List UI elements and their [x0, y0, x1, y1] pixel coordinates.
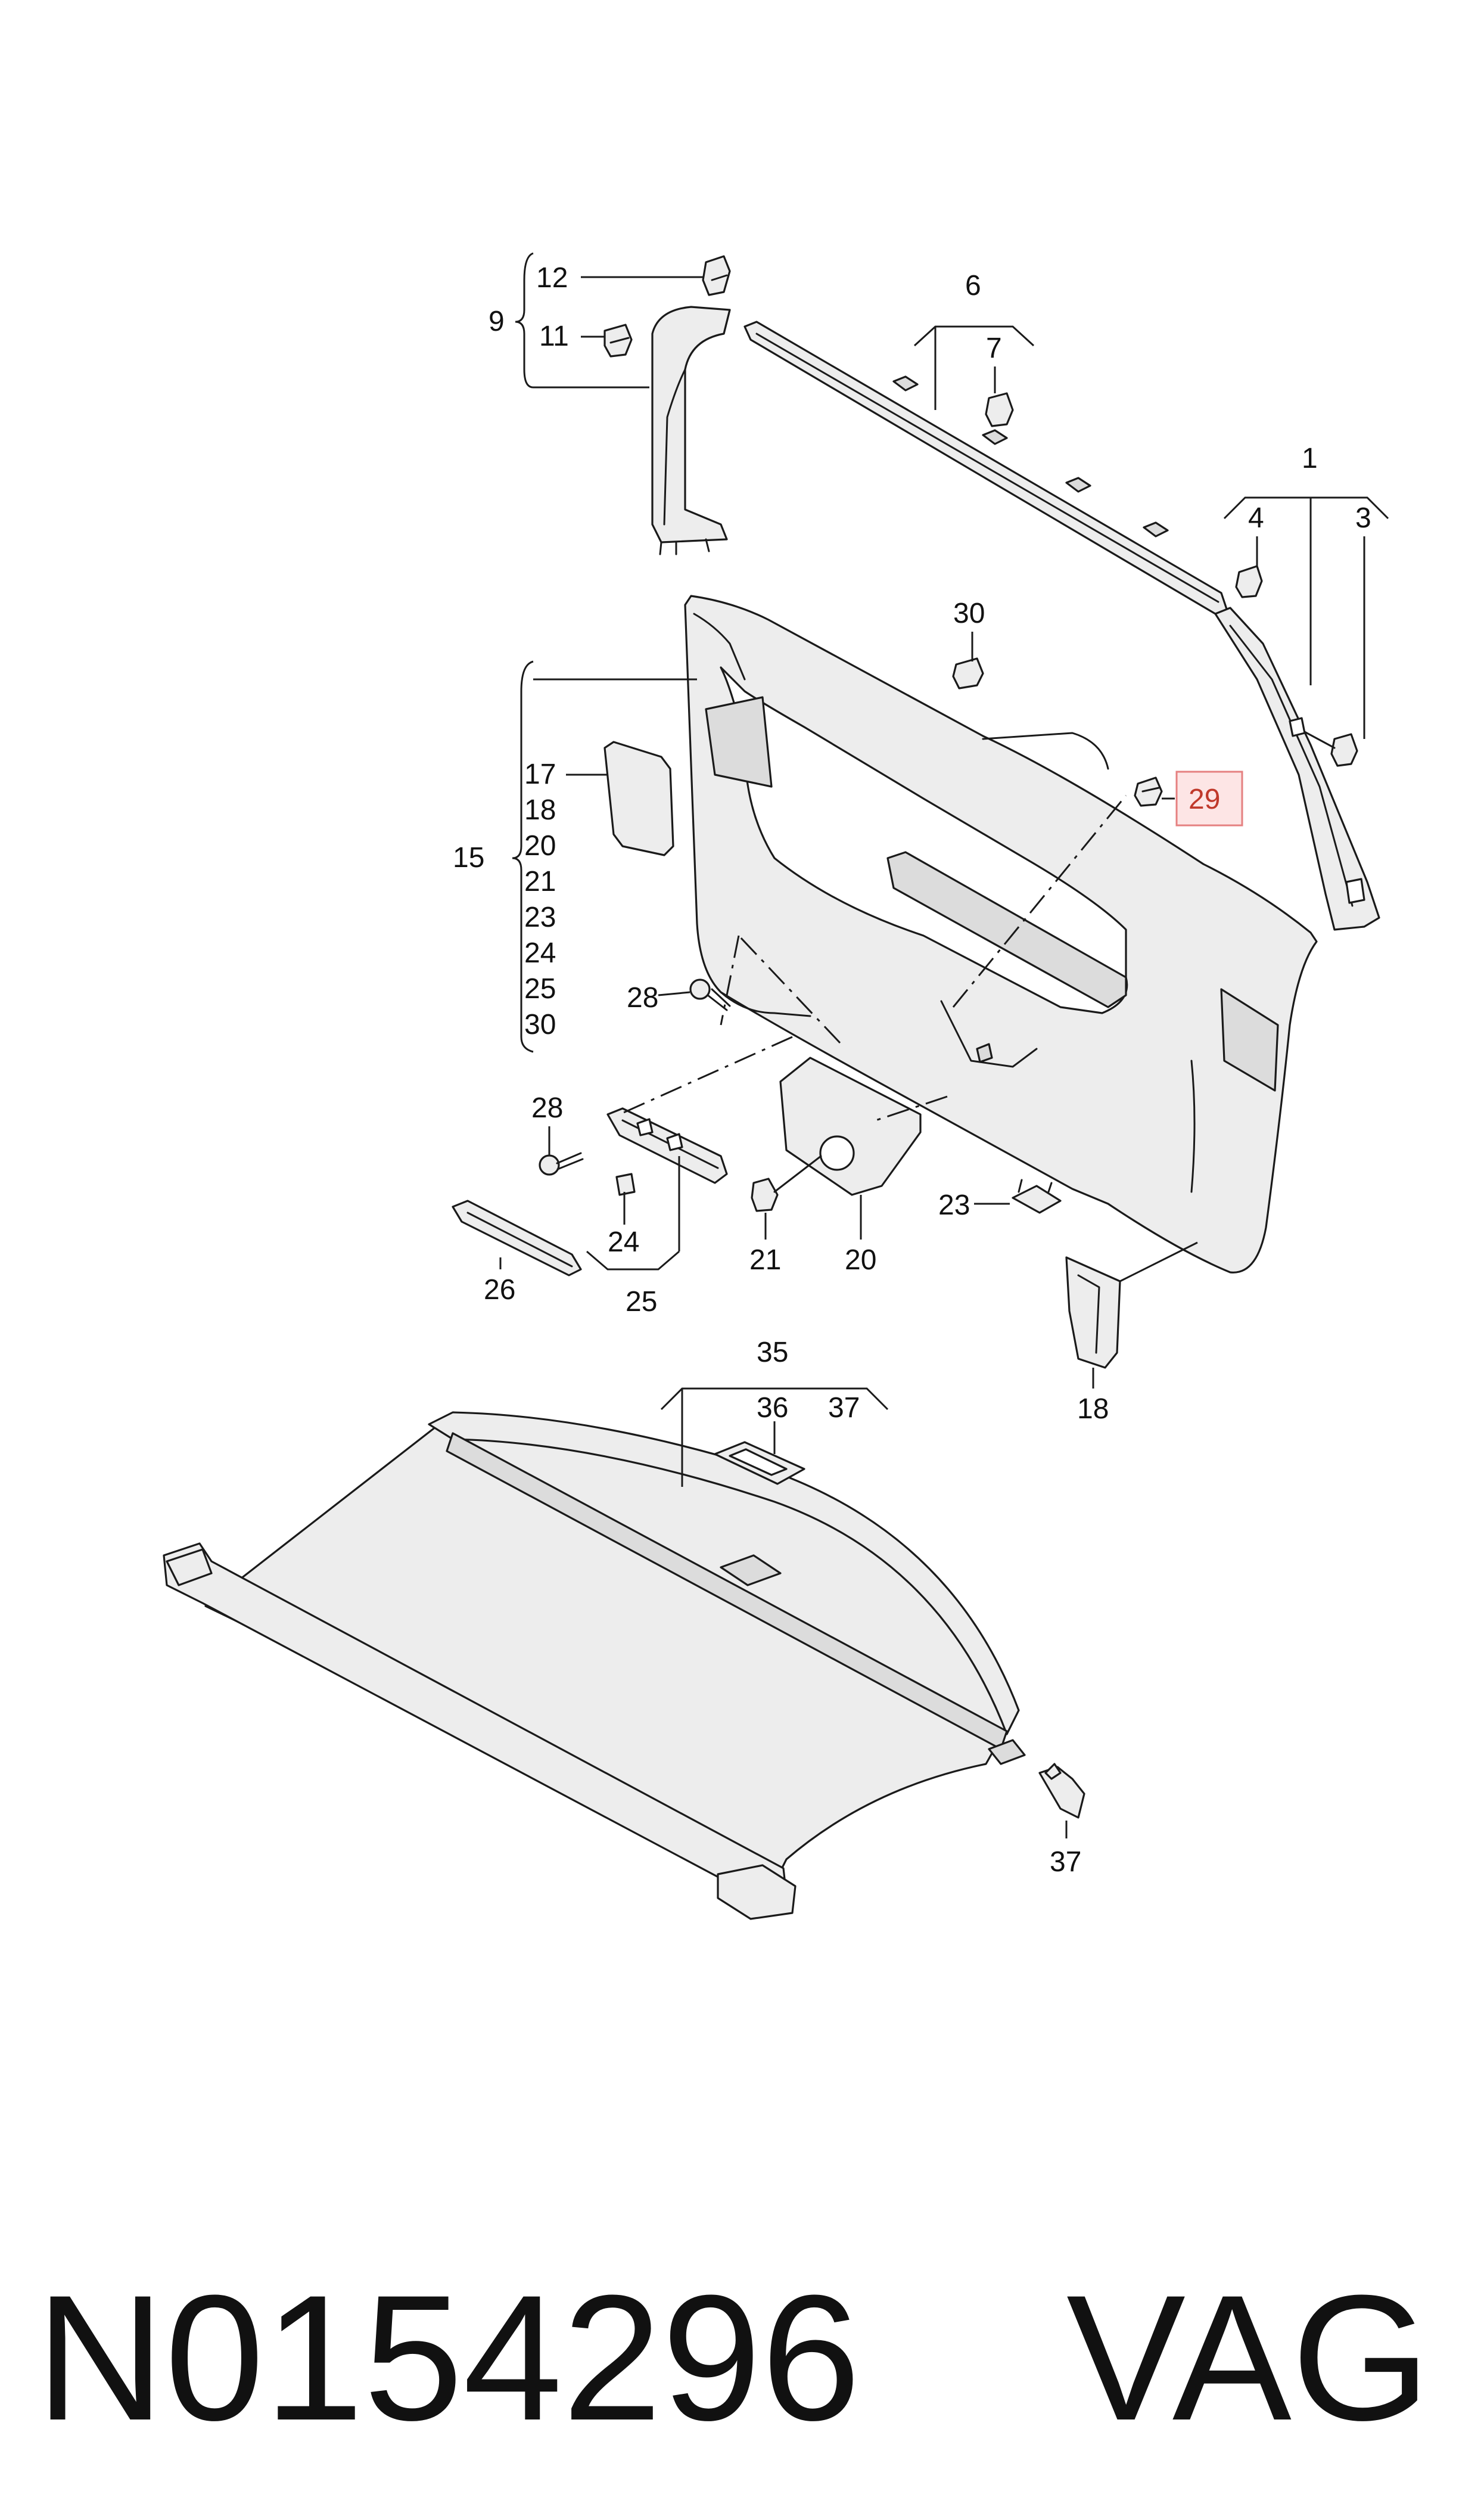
- callout-11: 11: [539, 321, 569, 352]
- callout-37-top: 37: [828, 1392, 860, 1424]
- group-15-item-23: 23: [524, 902, 556, 933]
- group-15-item-25: 25: [524, 973, 556, 1005]
- callout-29: 29: [1189, 784, 1220, 815]
- part-12-clip: [702, 255, 731, 296]
- callout-28-lower: 28: [531, 1092, 563, 1124]
- assembly-lines: [619, 795, 1127, 1122]
- highlight-box-29: [1175, 771, 1243, 827]
- part-18-corner-insert: [1065, 1256, 1121, 1369]
- main-tailgate-trim-panel: [684, 595, 1318, 1274]
- callout-4: 4: [1248, 502, 1264, 534]
- part-4-clip: [1235, 565, 1263, 598]
- callout-6: 6: [965, 270, 981, 302]
- part-11-clip: [603, 324, 633, 358]
- part-30-clip: [952, 657, 984, 689]
- callout-12: 12: [536, 262, 568, 294]
- callout-1: 1: [1302, 443, 1318, 474]
- callout-18: 18: [1077, 1393, 1109, 1425]
- group-15-item-30: 30: [524, 1009, 556, 1040]
- brand-label: VAG: [1066, 2257, 1430, 2458]
- part-6-header-trim: [743, 321, 1228, 615]
- callout-20: 20: [845, 1244, 876, 1276]
- callout-9: 9: [489, 306, 505, 337]
- callout-26: 26: [484, 1274, 515, 1306]
- part-7-clip: [985, 392, 1014, 427]
- callout-24: 24: [608, 1226, 639, 1258]
- callout-28-upper: 28: [627, 982, 658, 1014]
- part-24-clip: [615, 1173, 636, 1196]
- callout-21: 21: [749, 1244, 781, 1276]
- part-29-clip: [1134, 776, 1163, 807]
- group-15-item-21: 21: [524, 866, 556, 897]
- group-15-item-17: 17: [524, 759, 556, 790]
- part-25-handle-bracket: [606, 1107, 728, 1184]
- callout-36: 36: [757, 1392, 788, 1424]
- callout-37-bottom: 37: [1050, 1846, 1081, 1878]
- group-15-item-18: 18: [524, 794, 556, 826]
- part-number: N0154296: [36, 2257, 861, 2458]
- part-3-clip: [1289, 717, 1358, 767]
- part-37-mount: [1038, 1763, 1085, 1819]
- leader-lines: [499, 252, 1389, 1838]
- group-15-item-20: 20: [524, 830, 556, 862]
- callout-35: 35: [757, 1337, 788, 1368]
- callout-23: 23: [938, 1189, 970, 1221]
- part-21-plug: [751, 1155, 822, 1212]
- part-35-luggage-cover: [163, 1411, 1026, 1920]
- callout-3: 3: [1355, 502, 1371, 534]
- callout-7: 7: [986, 333, 1002, 364]
- callout-labels: 12 11 9 6 7 1 4 3 30 29 15 17 18 20 21 2…: [453, 262, 1371, 1878]
- group-15-item-24: 24: [524, 937, 556, 969]
- callout-30: 30: [953, 598, 985, 629]
- part-1-right-pillar-trim: [1214, 607, 1380, 931]
- part-26-grip: [452, 1200, 582, 1276]
- callout-15: 15: [453, 842, 484, 874]
- callout-25: 25: [626, 1286, 657, 1318]
- part-28-screw-lower: [539, 1152, 584, 1176]
- part-23-clip: [1012, 1179, 1062, 1214]
- part-36-handle-insert: [714, 1441, 805, 1485]
- part-17-insert: [603, 741, 674, 856]
- part-9-left-pillar-trim: [651, 306, 731, 555]
